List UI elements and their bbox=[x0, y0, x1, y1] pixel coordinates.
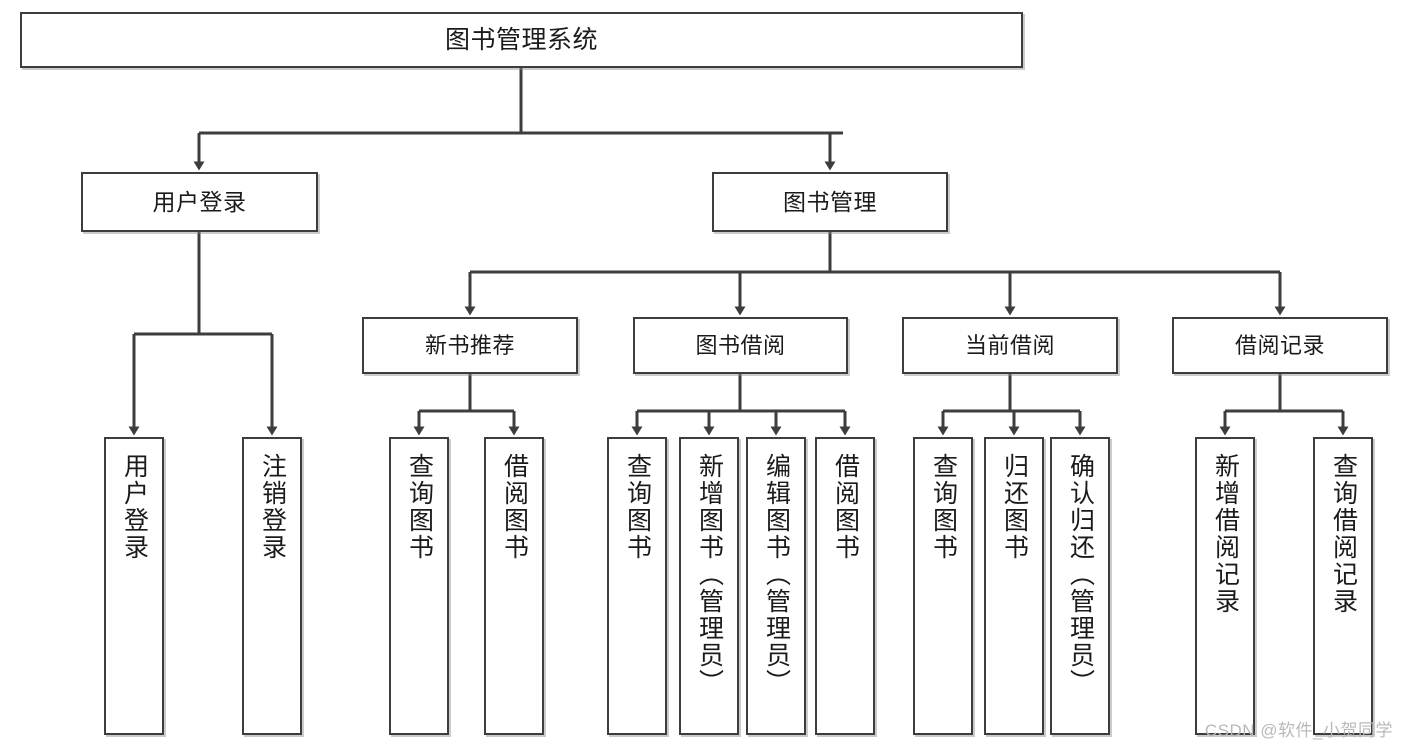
node-label: 用户登录 bbox=[120, 453, 149, 561]
node-label: 借阅记录 bbox=[1234, 332, 1325, 358]
leaf-logout[interactable]: 注销登录 bbox=[242, 437, 302, 735]
node-label: 确认归还（管理员） bbox=[1066, 453, 1095, 696]
node-label: 归还图书 bbox=[1000, 453, 1029, 561]
leaf-add-book-admin[interactable]: 新增图书（管理员） bbox=[679, 437, 739, 735]
node-label: 查询借阅记录 bbox=[1329, 453, 1358, 615]
node-book-management[interactable]: 图书管理 bbox=[712, 172, 948, 232]
node-label: 用户登录 bbox=[152, 188, 247, 215]
leaf-edit-book-admin[interactable]: 编辑图书（管理员） bbox=[746, 437, 806, 735]
leaf-borrow-book-newbook[interactable]: 借阅图书 bbox=[484, 437, 544, 735]
leaf-query-book-newbook[interactable]: 查询图书 bbox=[389, 437, 449, 735]
node-label: 图书管理系统 bbox=[444, 25, 598, 54]
node-label: 注销登录 bbox=[258, 453, 287, 561]
leaf-query-book-borrow[interactable]: 查询图书 bbox=[607, 437, 667, 735]
node-borrow-record[interactable]: 借阅记录 bbox=[1172, 317, 1388, 374]
leaf-confirm-return-admin[interactable]: 确认归还（管理员） bbox=[1050, 437, 1110, 735]
leaf-add-borrow-record[interactable]: 新增借阅记录 bbox=[1195, 437, 1255, 735]
node-label: 图书管理 bbox=[783, 188, 877, 215]
node-label: 编辑图书（管理员） bbox=[762, 453, 791, 696]
node-label: 新增图书（管理员） bbox=[695, 453, 724, 696]
leaf-return-book[interactable]: 归还图书 bbox=[984, 437, 1044, 735]
node-label: 借阅图书 bbox=[500, 453, 529, 561]
node-user-login[interactable]: 用户登录 bbox=[81, 172, 318, 232]
node-label: 新增借阅记录 bbox=[1211, 453, 1240, 615]
node-current-borrow[interactable]: 当前借阅 bbox=[902, 317, 1118, 374]
node-label: 借阅图书 bbox=[831, 453, 860, 561]
leaf-user-login[interactable]: 用户登录 bbox=[104, 437, 164, 735]
node-label: 查询图书 bbox=[405, 453, 434, 561]
node-label: 查询图书 bbox=[623, 453, 652, 561]
node-new-book-recommend[interactable]: 新书推荐 bbox=[362, 317, 578, 374]
node-label: 当前借阅 bbox=[964, 332, 1055, 358]
node-label: 查询图书 bbox=[929, 453, 958, 561]
leaf-query-book-current[interactable]: 查询图书 bbox=[913, 437, 973, 735]
node-label: 新书推荐 bbox=[424, 332, 515, 358]
node-book-borrow[interactable]: 图书借阅 bbox=[633, 317, 848, 374]
leaf-borrow-book[interactable]: 借阅图书 bbox=[815, 437, 875, 735]
node-root-book-management-system[interactable]: 图书管理系统 bbox=[20, 12, 1023, 68]
leaf-query-borrow-record[interactable]: 查询借阅记录 bbox=[1313, 437, 1373, 735]
node-label: 图书借阅 bbox=[695, 332, 786, 358]
